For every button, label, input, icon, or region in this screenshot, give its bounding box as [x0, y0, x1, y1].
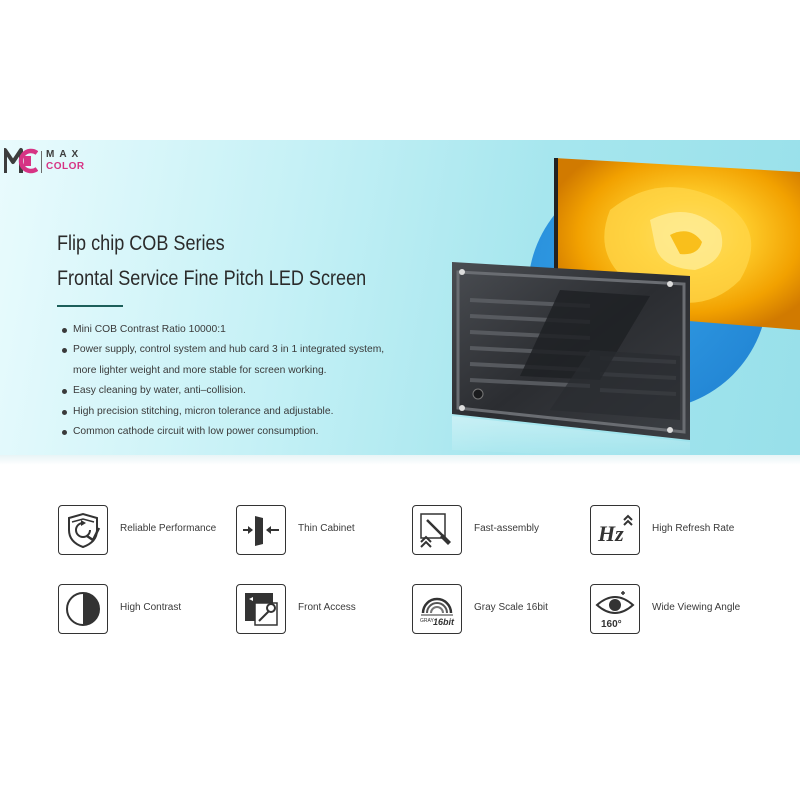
icon-label: Front Access — [298, 602, 356, 613]
brand-mark-icon — [4, 148, 38, 174]
title-underline — [57, 305, 123, 307]
feature-item: High precision stitching, micron toleran… — [62, 402, 432, 422]
grayscale-icon: GRAY 16bit — [420, 597, 455, 627]
bullet-icon — [62, 430, 67, 436]
contrast-icon — [66, 592, 100, 626]
feature-text: Mini COB Contrast Ratio 10000:1 — [73, 324, 226, 335]
icon-box — [236, 584, 286, 634]
wrench-icon — [245, 593, 278, 626]
icon-box — [58, 584, 108, 634]
icon-label: Gray Scale 16bit — [474, 602, 548, 613]
icon-label: Wide Viewing Angle — [652, 602, 741, 613]
feature-list: Mini COB Contrast Ratio 10000:1 Power su… — [62, 320, 432, 442]
icon-box — [236, 505, 286, 555]
icon-box: GRAY 16bit — [412, 584, 462, 634]
feature-item: Mini COB Contrast Ratio 10000:1 — [62, 320, 432, 340]
shield-refresh-icon — [68, 512, 101, 549]
icon-label: High Contrast — [120, 602, 182, 613]
hero-title-line2: Frontal Service Fine Pitch LED Screen — [57, 267, 367, 290]
hero-title-line1: Flip chip COB Series — [57, 232, 225, 255]
icon-box — [412, 505, 462, 555]
icon-label: Fast-assembly — [474, 523, 540, 534]
brand-text-max: MAX — [46, 149, 84, 160]
icon-label: Thin Cabinet — [298, 523, 355, 534]
eye-icon: 160° — [595, 591, 635, 629]
hz-icon: Hz — [597, 514, 633, 546]
bullet-icon — [62, 328, 67, 333]
bullet-icon — [62, 389, 67, 395]
icon-label: Reliable Performance — [120, 523, 217, 534]
hz-glyph: Hz — [597, 521, 624, 546]
gray-glyph: GRAY — [420, 618, 434, 624]
hero-shadow — [0, 455, 800, 465]
screwdriver-icon — [420, 513, 451, 548]
bullet-icon — [62, 348, 67, 354]
logo-divider — [41, 151, 42, 173]
icon-box: Hz — [590, 505, 640, 555]
feature-icon-grid: Reliable Performance Thin Cabinet Fast-a — [0, 490, 800, 650]
feature-text: Common cathode circuit with low power co… — [73, 426, 319, 438]
feature-text-cont: more lighter weight and more stable for … — [73, 364, 327, 376]
bits-glyph: 16bit — [433, 617, 455, 627]
brand-logo: MAX COLOR — [4, 146, 124, 180]
thin-cabinet-icon — [243, 516, 279, 546]
feature-text: High precision stitching, micron toleran… — [73, 405, 334, 417]
icon-box — [58, 505, 108, 555]
feature-item: Power supply, control system and hub car… — [62, 340, 432, 381]
led-panel-product-image — [452, 158, 800, 460]
angle-glyph: 160° — [601, 619, 622, 629]
feature-text: Power supply, control system and hub car… — [73, 344, 385, 356]
icon-box: 160° — [590, 584, 640, 634]
bullet-icon — [62, 409, 67, 415]
feature-text: Easy cleaning by water, anti–collision. — [73, 385, 246, 397]
feature-item: Common cathode circuit with low power co… — [62, 422, 432, 442]
feature-item: Easy cleaning by water, anti–collision. — [62, 381, 432, 401]
brand-text-color: COLOR — [46, 161, 85, 172]
icon-label: High Refresh Rate — [652, 523, 735, 534]
